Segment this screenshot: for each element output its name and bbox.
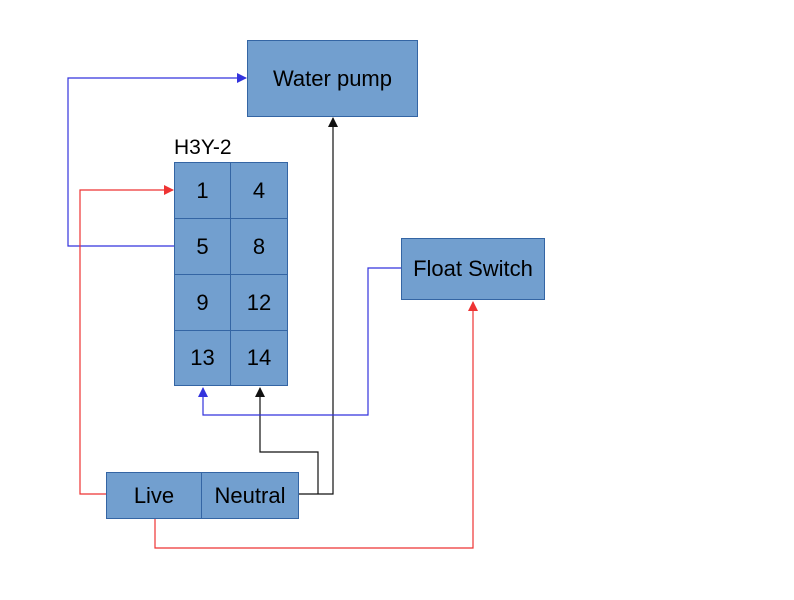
float-switch-box: Float Switch (401, 238, 545, 300)
relay-pin-14: 14 (230, 330, 288, 386)
live-terminal: Live (106, 472, 202, 519)
wire-neutral-to-pump (299, 117, 338, 495)
relay-pin-1: 1 (174, 162, 231, 219)
relay-pin-9: 9 (174, 274, 231, 331)
relay-title: H3Y-2 (174, 136, 232, 159)
relay-pin-8: 8 (230, 218, 288, 275)
live-label: Live (133, 482, 175, 508)
water-pump-box: Water pump (247, 40, 418, 117)
wire-neutral-to-pin14 (255, 387, 319, 494)
wire-live-to-float (154, 301, 478, 549)
relay-pin-12: 12 (230, 274, 288, 331)
relay-pin-13: 13 (174, 330, 231, 386)
float-switch-label: Float Switch (413, 256, 533, 281)
wire-float-to-pin13 (198, 267, 402, 416)
neutral-label: Neutral (214, 482, 286, 508)
water-pump-label: Water pump (272, 65, 392, 91)
wire-live-to-pin1 (79, 185, 174, 495)
neutral-terminal: Neutral (201, 472, 299, 519)
relay-pin-5: 5 (174, 218, 231, 275)
relay-pin-4: 4 (230, 162, 288, 219)
wire-pin5-to-pump (67, 73, 247, 247)
